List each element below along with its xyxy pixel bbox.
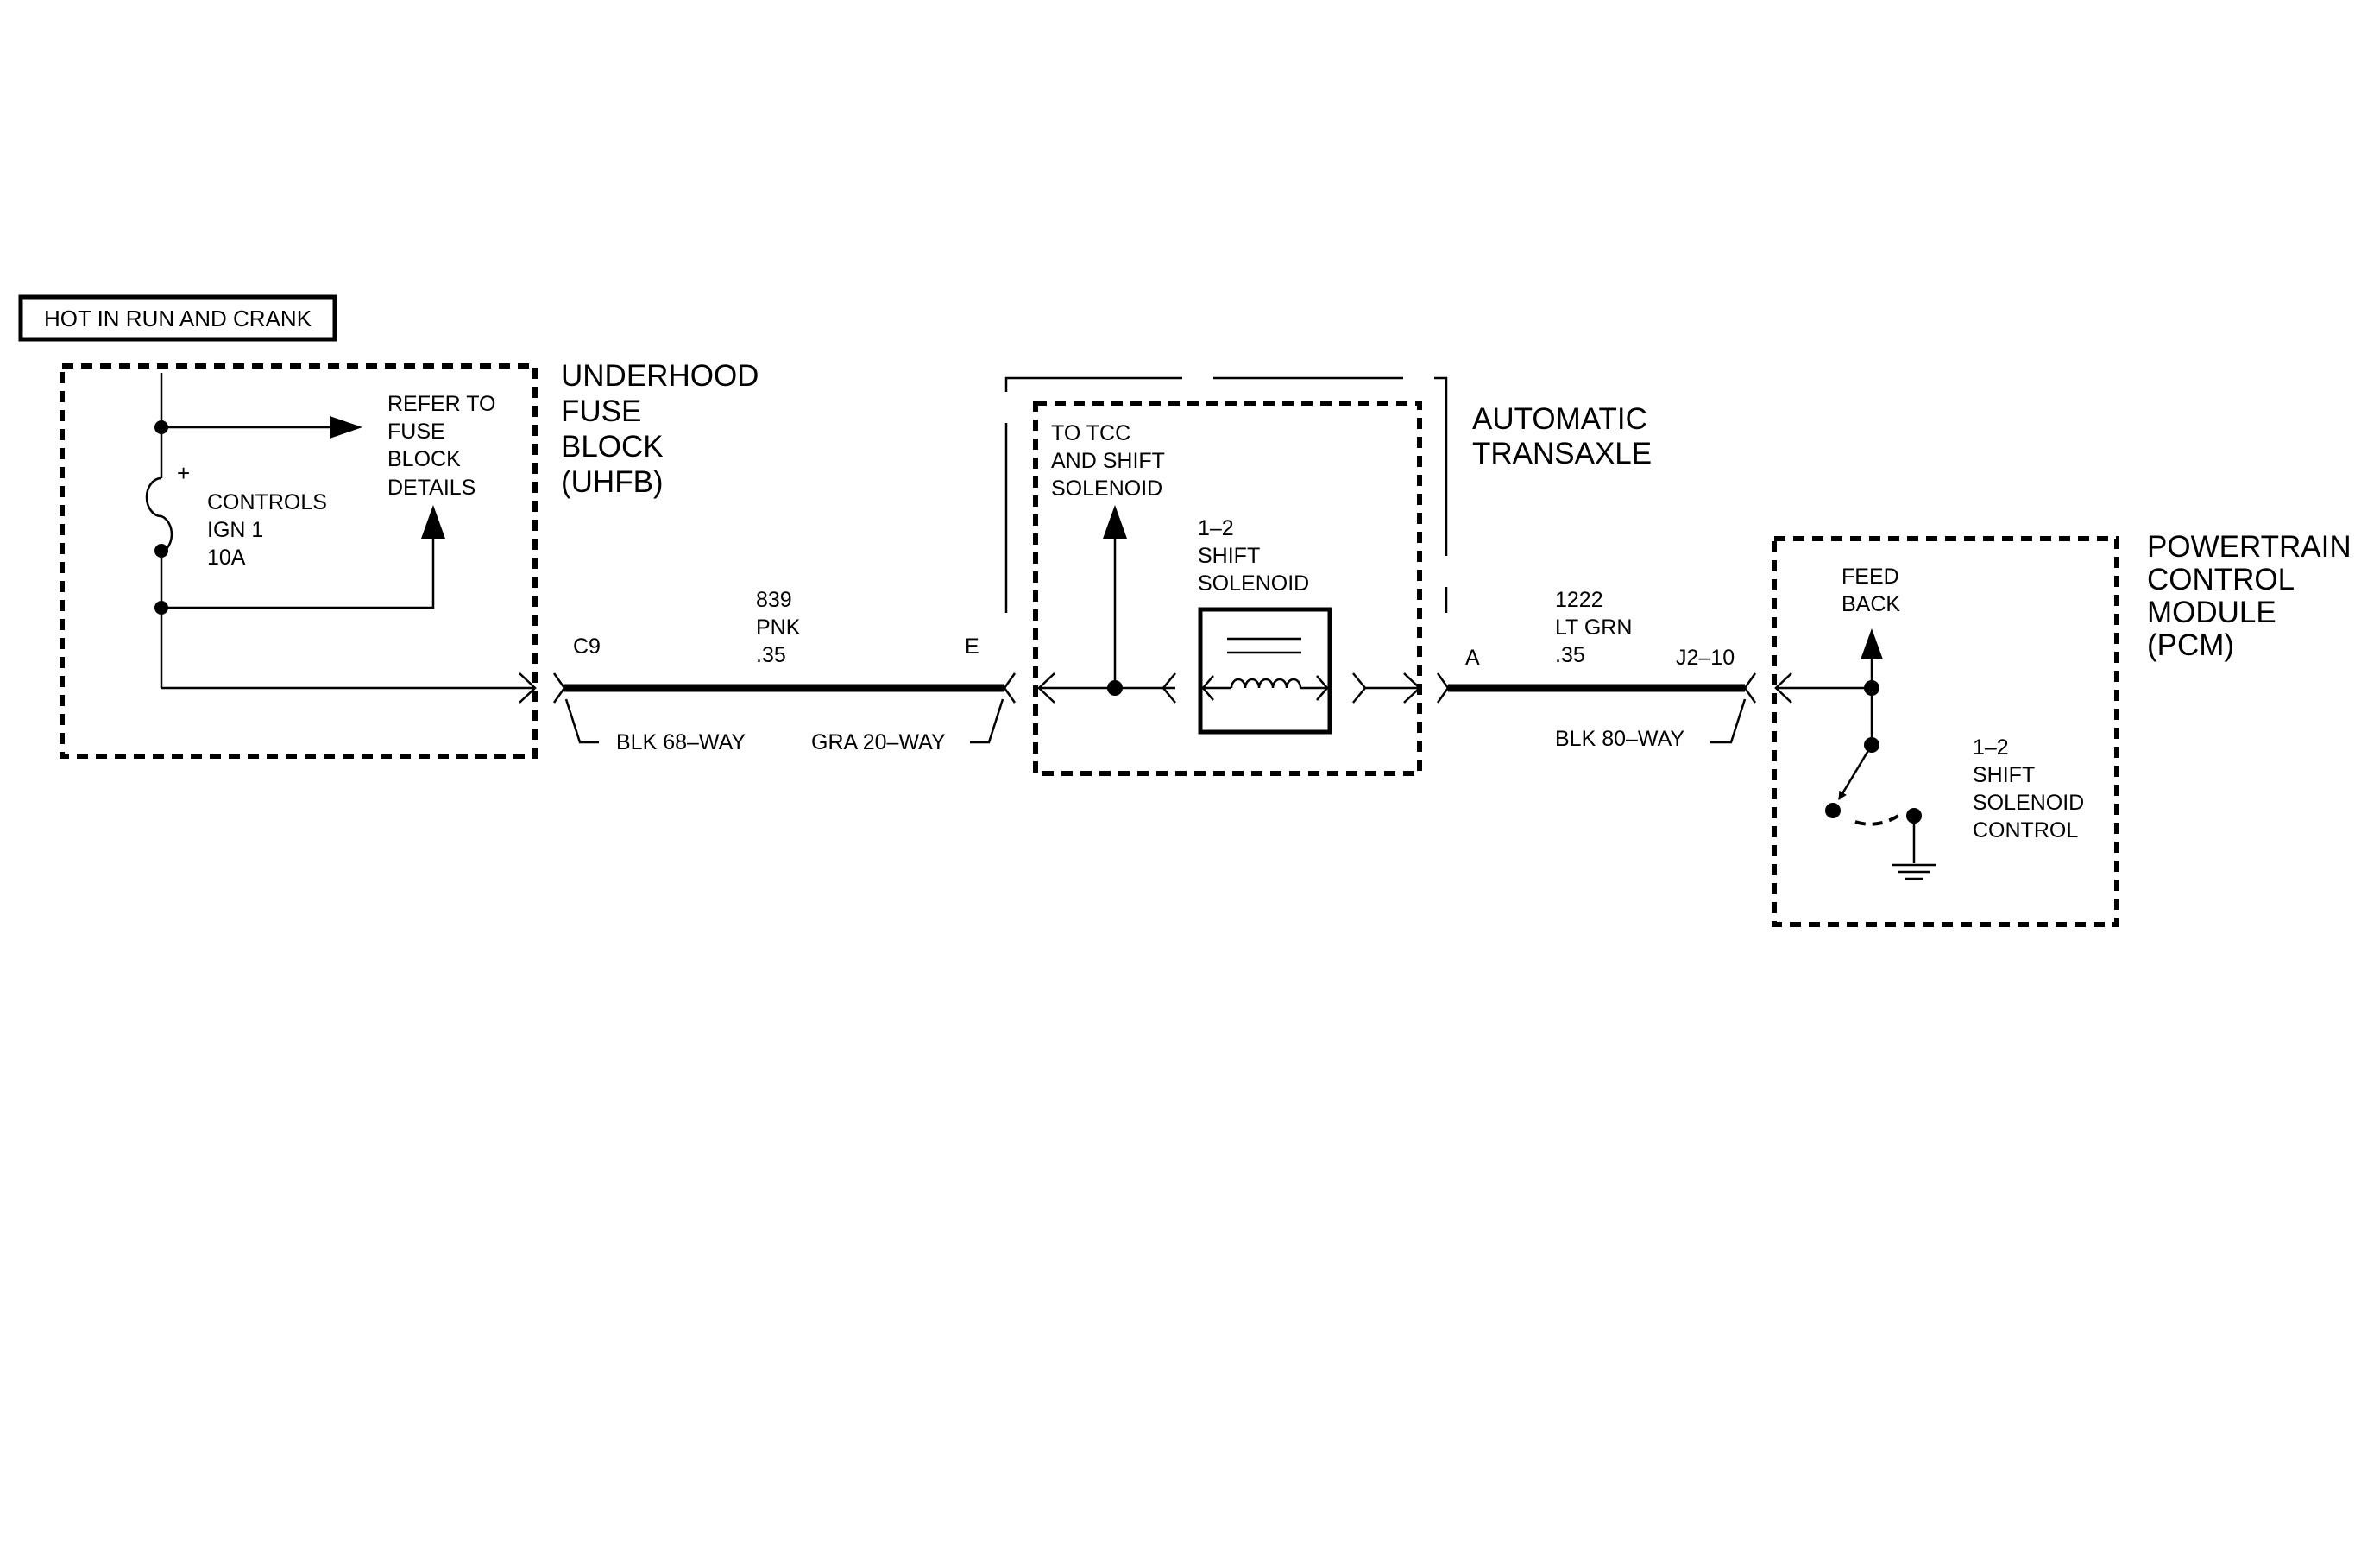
pcm-boundary bbox=[1772, 536, 2119, 927]
to-tcc-label: TO TCC AND SHIFT SOLENOID bbox=[1051, 421, 1170, 501]
solenoid-control-label: 1–2 SHIFT SOLENOID CONTROL bbox=[1973, 735, 2090, 842]
connector-blk-80: BLK 80–WAY bbox=[1555, 727, 1684, 751]
transaxle-boundary bbox=[1004, 376, 1448, 613]
pin-j2-10: J2–10 bbox=[1676, 646, 1735, 670]
fuse-block-boundary bbox=[60, 363, 538, 759]
solenoid-housing bbox=[1033, 401, 1422, 776]
fuse-rating-label: CONTROLS IGN 1 10A bbox=[207, 490, 333, 570]
terminal-j2-10-icon bbox=[1743, 672, 1757, 704]
terminal-a-icon bbox=[1436, 672, 1450, 704]
harness-1222: A J2–10 1222 LT GRN .35 BLK 80–WAY bbox=[1436, 588, 1757, 751]
pcm-title: POWERTRAIN CONTROL MODULE (PCM) bbox=[2147, 530, 2359, 662]
solenoid-label: 1–2 SHIFT SOLENOID bbox=[1198, 516, 1309, 596]
arrow-right-icon bbox=[330, 416, 362, 439]
pin-e: E bbox=[965, 634, 979, 659]
output-arrow-icon bbox=[1403, 672, 1421, 704]
ground-icon bbox=[1892, 863, 1936, 880]
transaxle-title: AUTOMATIC TRANSAXLE bbox=[1472, 402, 1656, 470]
shift-solenoid-coil bbox=[1198, 607, 1332, 735]
fuse-polarity: + bbox=[177, 460, 190, 486]
arrow-up-icon bbox=[421, 505, 445, 539]
power-source-text: HOT IN RUN AND CRANK bbox=[44, 306, 312, 331]
connector-gra-20: GRA 20–WAY bbox=[811, 730, 946, 754]
feedback-arrow-icon bbox=[1861, 628, 1883, 659]
automatic-transaxle: AUTOMATIC TRANSAXLE TO TCC AND SHIFT SOL… bbox=[1004, 376, 1656, 776]
power-source-label: HOT IN RUN AND CRANK bbox=[18, 294, 337, 342]
feedback-label: FEED BACK bbox=[1842, 565, 1905, 616]
wire-839-label: 839 PNK .35 bbox=[756, 588, 806, 667]
refer-to-details-label: REFER TO FUSE BLOCK DETAILS bbox=[387, 392, 501, 500]
fuse-block: UNDERHOOD FUSE BLOCK (UHFB) + CONTROLS I… bbox=[60, 359, 767, 759]
connector-arrow-icon bbox=[519, 672, 537, 704]
fuse-block-title: UNDERHOOD FUSE BLOCK (UHFB) bbox=[561, 359, 767, 499]
powertrain-control-module: POWERTRAIN CONTROL MODULE (PCM) FEED BAC… bbox=[1772, 530, 2359, 927]
connector-blk-68: BLK 68–WAY bbox=[616, 730, 746, 754]
wire-1222-label: 1222 LT GRN .35 bbox=[1555, 588, 1638, 667]
terminal-e-icon bbox=[1003, 672, 1017, 704]
arrow-up-icon bbox=[1103, 505, 1127, 539]
pin-a: A bbox=[1465, 646, 1480, 670]
control-switch bbox=[1825, 744, 1922, 863]
harness-839: C9 E 839 PNK .35 BLK 68–WAY GRA 20–WAY bbox=[552, 588, 1017, 754]
pin-c9: C9 bbox=[573, 634, 601, 659]
terminal-c9-icon bbox=[552, 672, 566, 704]
fuse-symbol bbox=[145, 476, 173, 554]
